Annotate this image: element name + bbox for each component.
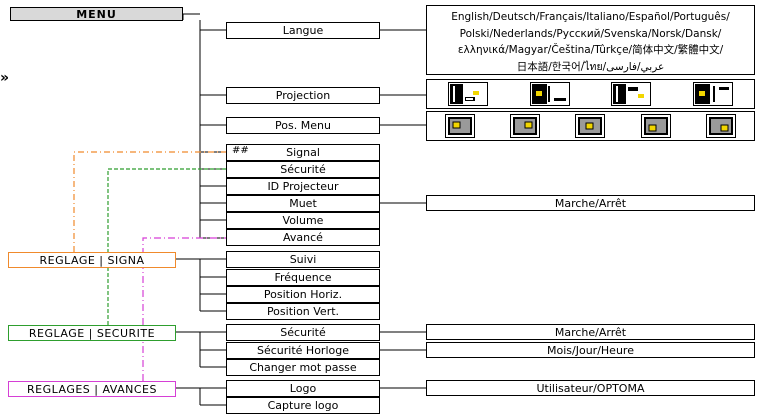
menu-item-avance[interactable]: Avancé bbox=[226, 229, 380, 246]
language-line: ελληνικά/Magyar/Čeština/Tûrkçe/简体中文/繁體中文… bbox=[457, 44, 724, 56]
pos-menu-options[interactable] bbox=[426, 111, 755, 141]
top-left-icon[interactable] bbox=[444, 114, 475, 138]
top-right-icon[interactable] bbox=[510, 114, 541, 138]
language-options[interactable]: English/Deutsch/Français/Italiano/Españo… bbox=[426, 5, 755, 75]
securite-value[interactable]: Marche/Arrêt bbox=[426, 324, 755, 340]
signal-item-suivi[interactable]: Suivi bbox=[226, 251, 380, 268]
menu-item-securite[interactable]: Sécurité bbox=[226, 161, 380, 178]
language-line: English/Deutsch/Français/Italiano/Españo… bbox=[451, 11, 730, 23]
menu-item-id-projecteur[interactable]: ID Projecteur bbox=[226, 178, 380, 195]
muet-value[interactable]: Marche/Arrêt bbox=[426, 195, 755, 211]
bottom-left-icon[interactable] bbox=[640, 114, 671, 138]
menu-item-pos-menu[interactable]: Pos. Menu bbox=[226, 117, 380, 134]
menu-title: MENU bbox=[10, 7, 183, 21]
security-item-horloge[interactable]: Sécurité Horloge bbox=[226, 342, 380, 359]
signal-item-position-horiz[interactable]: Position Horiz. bbox=[226, 286, 380, 303]
front-desktop-icon[interactable] bbox=[447, 82, 488, 106]
security-item-securite[interactable]: Sécurité bbox=[226, 324, 380, 341]
center-icon[interactable] bbox=[575, 114, 606, 138]
category-security: REGLAGE | SECURITE bbox=[8, 325, 176, 341]
logo-value[interactable]: Utilisateur/OPTOMA bbox=[426, 380, 755, 396]
signal-item-position-vert[interactable]: Position Vert. bbox=[226, 303, 380, 320]
rear-desktop-icon[interactable] bbox=[529, 82, 570, 106]
menu-item-muet[interactable]: Muet bbox=[226, 195, 380, 212]
language-line: Polski/Nederlands/Русский/Svenska/Norsk/… bbox=[459, 27, 722, 40]
language-line: 日本語/한국어/ไทย/عربي/فارسی bbox=[516, 60, 665, 73]
menu-item-signal[interactable]: ## Signal bbox=[226, 144, 380, 161]
security-item-changer-mot-passe[interactable]: Changer mot passe bbox=[226, 359, 380, 376]
projection-options[interactable] bbox=[426, 79, 755, 109]
signal-prefix: ## bbox=[232, 145, 249, 156]
front-ceiling-icon[interactable] bbox=[611, 82, 652, 106]
menu-item-langue[interactable]: Langue bbox=[226, 22, 380, 39]
advanced-item-capture-logo[interactable]: Capture logo bbox=[226, 397, 380, 414]
menu-item-projection[interactable]: Projection bbox=[226, 87, 380, 104]
advanced-item-logo[interactable]: Logo bbox=[226, 380, 380, 397]
rear-ceiling-icon[interactable] bbox=[693, 82, 734, 106]
menu-item-volume[interactable]: Volume bbox=[226, 212, 380, 229]
horloge-value[interactable]: Mois/Jour/Heure bbox=[426, 342, 755, 358]
category-signal: REGLAGE | SIGNA bbox=[8, 252, 176, 268]
double-chevron-icon: » bbox=[0, 70, 10, 86]
category-advanced: REGLAGES | AVANCES bbox=[8, 381, 176, 397]
signal-item-frequence[interactable]: Fréquence bbox=[226, 269, 380, 286]
bottom-right-icon[interactable] bbox=[706, 114, 737, 138]
menu-item-signal-label: Signal bbox=[286, 146, 320, 159]
